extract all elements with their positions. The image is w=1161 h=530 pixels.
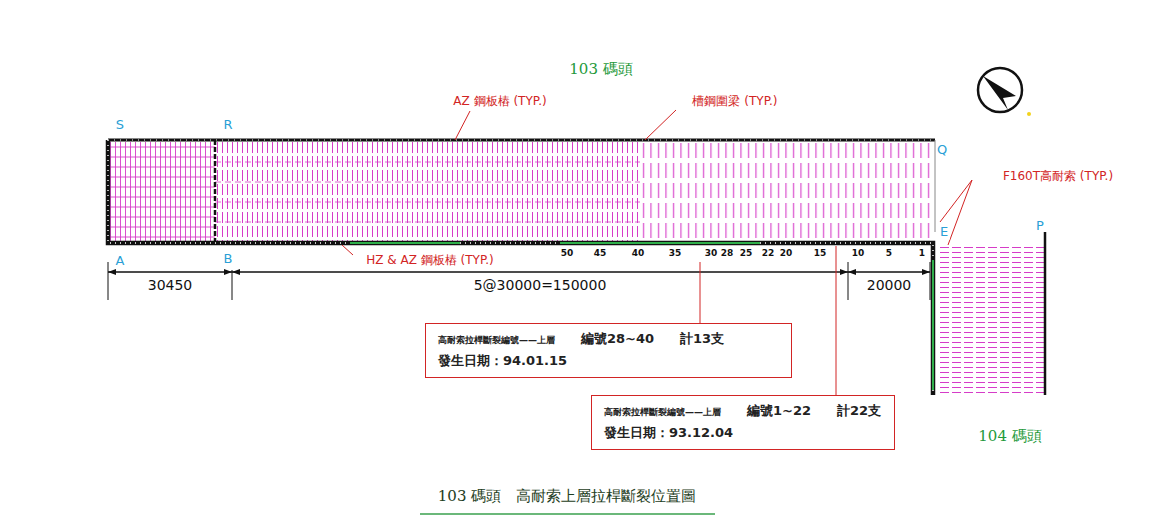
hatch-row xyxy=(215,162,640,163)
green-mark xyxy=(932,260,934,390)
rod-number: 1 xyxy=(917,248,927,258)
rod-number: 10 xyxy=(850,248,867,258)
rod-number: 25 xyxy=(738,248,755,258)
dim-line xyxy=(108,272,930,273)
point-letter: R xyxy=(221,118,234,133)
pier-edge xyxy=(1044,232,1047,395)
rod-number: 5 xyxy=(884,248,894,258)
callout-text: 計22支 xyxy=(837,402,881,420)
callout-text: 編號28~40 xyxy=(581,330,654,348)
pier-title: 103 碼頭 xyxy=(567,61,634,78)
callout-box: 高耐索拉桿斷裂編號——上層 編號28~40 計13支發生日期：94.01.15 xyxy=(425,323,792,378)
dim-tick xyxy=(930,262,931,300)
leader-line xyxy=(455,111,470,140)
hatch-rows xyxy=(215,162,640,222)
rod-number: 30 xyxy=(703,248,720,258)
part-label: 槽鋼圍梁 (TYP.) xyxy=(690,95,779,109)
callout-heading: 高耐索拉桿斷裂編號——上層 xyxy=(604,406,721,419)
green-mark xyxy=(560,242,760,244)
leader-line xyxy=(948,180,972,245)
part-label: F160T高耐索 (TYP.) xyxy=(1001,170,1115,184)
callout-row: 發生日期：93.12.04 xyxy=(604,424,882,442)
callout-text: 發生日期：93.12.04 xyxy=(604,424,733,442)
dim-arrow xyxy=(108,272,170,273)
point-letter: Q xyxy=(935,143,949,158)
callout-text: 計13支 xyxy=(680,330,724,348)
callout-row: 發生日期：94.01.15 xyxy=(438,352,779,370)
dim-arrow xyxy=(848,272,889,273)
rod-number: 15 xyxy=(812,248,829,258)
rod-number: 20 xyxy=(778,248,795,258)
dim-arrow xyxy=(170,272,232,273)
leader-line xyxy=(700,262,701,323)
part-label: AZ 鋼板樁 (TYP.) xyxy=(451,95,548,109)
north-circle xyxy=(978,68,1022,112)
north-arrow xyxy=(978,68,1031,116)
pier-title: 104 碼頭 xyxy=(976,428,1043,445)
dim-tick xyxy=(848,262,849,300)
leader-line xyxy=(645,110,676,140)
callout-heading: 高耐索拉桿斷裂編號——上層 xyxy=(438,334,555,347)
sheet-pile-line xyxy=(108,139,935,142)
leader-line xyxy=(342,245,353,255)
dimension: 20000 xyxy=(865,277,914,293)
point-letter: S xyxy=(114,118,126,133)
grid-hatch xyxy=(110,142,215,241)
point-letter: B xyxy=(222,252,235,267)
dim-tick xyxy=(108,262,109,300)
rod-number: 28 xyxy=(719,248,736,258)
green-marks xyxy=(350,243,933,390)
point-letter: P xyxy=(1034,219,1046,234)
rod-number: 22 xyxy=(760,248,777,258)
north-dot xyxy=(1027,112,1031,116)
dimension-line xyxy=(108,262,930,300)
sheet-pile-dots xyxy=(108,140,933,395)
dim-arrow xyxy=(232,272,540,273)
leader-line xyxy=(836,246,837,395)
callout-text: 發生日期：94.01.15 xyxy=(438,352,567,370)
point-letter: A xyxy=(114,254,127,269)
caption: 103 碼頭 高耐索上層拉桿斷裂位置圖 xyxy=(436,488,698,505)
leader-lines xyxy=(342,110,972,395)
dim-tick xyxy=(232,270,233,300)
tie-rod-hatch xyxy=(215,142,640,241)
dim-arrow xyxy=(540,272,848,273)
rod-number: 50 xyxy=(559,248,576,258)
tie-rod-hatch xyxy=(940,245,1045,395)
north-pointer xyxy=(983,76,1016,110)
pier-end xyxy=(935,140,936,232)
hatch-row xyxy=(215,222,640,223)
rod-number: 35 xyxy=(667,248,684,258)
hatch-row xyxy=(215,202,640,203)
sheet-pile-line xyxy=(108,140,933,395)
callout-row: 高耐索拉桿斷裂編號——上層 編號1~22 計22支 xyxy=(604,402,882,420)
divider-line xyxy=(214,140,217,243)
rod-number: 45 xyxy=(592,248,609,258)
hatch-row xyxy=(215,182,640,183)
rod-number: 40 xyxy=(630,248,647,258)
green-mark xyxy=(350,242,460,244)
part-label: HZ & AZ 鋼板樁 (TYP.) xyxy=(364,254,496,268)
dim-arrow xyxy=(889,272,930,273)
callout-text: 編號1~22 xyxy=(747,402,811,420)
dimension: 30450 xyxy=(146,277,195,293)
leader-line xyxy=(940,180,972,222)
callout-box: 高耐索拉桿斷裂編號——上層 編號1~22 計22支發生日期：93.12.04 xyxy=(591,395,895,450)
sheet-pile-dots xyxy=(108,140,935,141)
caption-underline xyxy=(420,513,715,515)
callout-row: 高耐索拉桿斷裂編號——上層 編號28~40 計13支 xyxy=(438,330,779,348)
dimension: 5@30000=150000 xyxy=(472,277,609,293)
tie-rod-hatch xyxy=(640,142,933,241)
point-letter: E xyxy=(938,225,950,240)
